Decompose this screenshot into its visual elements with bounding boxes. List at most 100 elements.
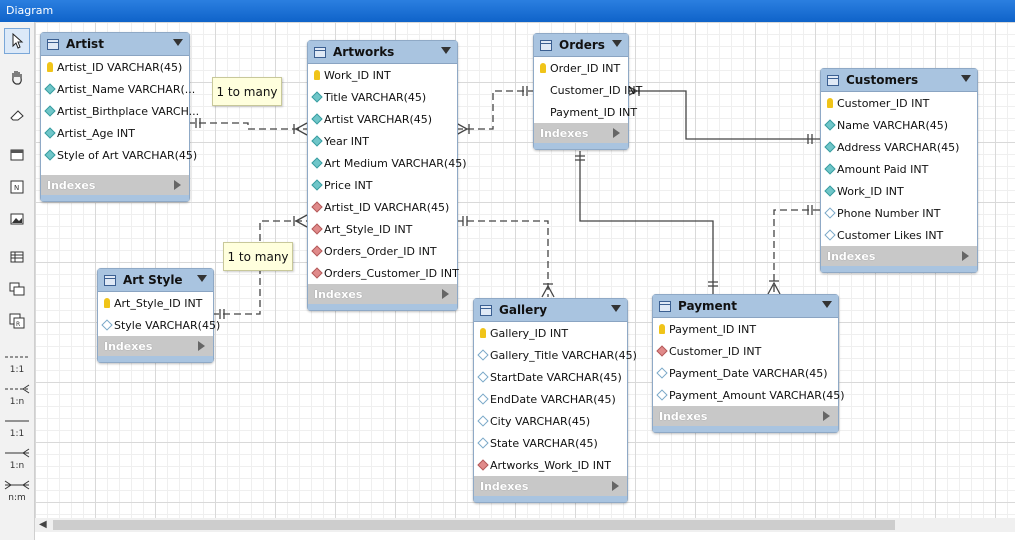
rel-1-1-nonidentifying[interactable]: 1:1 <box>3 352 31 380</box>
expand-indexes-icon[interactable] <box>174 180 181 190</box>
indexes-section[interactable]: Indexes <box>474 476 627 496</box>
horizontal-scrollbar[interactable]: ◀ <box>35 518 1015 532</box>
indexes-section[interactable]: Indexes <box>821 246 977 266</box>
layer-tool[interactable] <box>4 142 30 168</box>
column-row[interactable]: State VARCHAR(45) <box>474 432 627 454</box>
column-row[interactable]: Order_ID INT <box>534 57 628 79</box>
column-row[interactable]: Payment_Date VARCHAR(45) <box>653 362 838 384</box>
table-header[interactable]: Orders <box>534 34 628 57</box>
column-row[interactable]: Payment_Amount VARCHAR(45) <box>653 384 845 406</box>
relationship-note[interactable]: 1 to many <box>223 242 293 271</box>
column-row[interactable]: Style VARCHAR(45) <box>98 314 220 336</box>
column-row[interactable]: Artist VARCHAR(45) <box>308 108 457 130</box>
expand-indexes-icon[interactable] <box>823 411 830 421</box>
view-tool[interactable] <box>4 276 30 302</box>
indexes-section[interactable]: Indexes <box>98 336 213 356</box>
rel-1-n-nonidentifying[interactable]: 1:n <box>3 384 31 412</box>
table-icon <box>659 300 671 312</box>
table-header[interactable]: Gallery <box>474 299 627 322</box>
column-row[interactable]: City VARCHAR(45) <box>474 410 627 432</box>
rel-1-n-identifying[interactable]: 1:n <box>3 448 31 476</box>
column-row[interactable]: Artist_ID VARCHAR(45) <box>308 196 457 218</box>
scroll-thumb[interactable] <box>53 520 895 530</box>
column-row[interactable]: Phone Number INT <box>821 202 977 224</box>
collapse-arrow-icon[interactable] <box>441 47 451 54</box>
column-row[interactable]: Art_Style_ID INT <box>98 292 213 314</box>
not-null-column-icon <box>43 149 56 161</box>
column-row[interactable]: Title VARCHAR(45) <box>308 86 457 108</box>
column-row[interactable]: Year INT <box>308 130 457 152</box>
column-row[interactable]: EndDate VARCHAR(45) <box>474 388 627 410</box>
table-header[interactable]: Art Style <box>98 269 213 292</box>
primary-key-icon <box>479 328 486 338</box>
pointer-tool[interactable] <box>4 28 30 54</box>
table-header[interactable]: Payment <box>653 295 838 318</box>
routine-group-tool[interactable]: R <box>4 308 30 334</box>
column-row[interactable]: StartDate VARCHAR(45) <box>474 366 627 388</box>
collapse-arrow-icon[interactable] <box>173 39 183 46</box>
column-row[interactable]: Customer_ID INT <box>534 79 642 101</box>
collapse-arrow-icon[interactable] <box>611 305 621 312</box>
column-row[interactable]: Gallery_Title VARCHAR(45) <box>474 344 637 366</box>
column-row[interactable]: Customer Likes INT <box>821 224 977 246</box>
expand-indexes-icon[interactable] <box>962 251 969 261</box>
column-row[interactable]: Payment_ID INT <box>534 101 637 123</box>
text-note-tool[interactable]: N <box>4 174 30 200</box>
table-header[interactable]: Customers <box>821 69 977 92</box>
column-row[interactable]: Work_ID INT <box>821 180 977 202</box>
indexes-section[interactable]: Indexes <box>308 284 457 304</box>
column-row[interactable]: Customer_ID INT <box>653 340 838 362</box>
relationship-note[interactable]: 1 to many <box>212 77 282 106</box>
expand-indexes-icon[interactable] <box>612 481 619 491</box>
table-tool[interactable] <box>4 244 30 270</box>
column-row[interactable]: Price INT <box>308 174 457 196</box>
indexes-section[interactable]: Indexes <box>534 123 628 143</box>
table-header[interactable]: Artworks <box>308 41 457 64</box>
scroll-left-icon[interactable]: ◀ <box>39 519 47 530</box>
expand-indexes-icon[interactable] <box>442 289 449 299</box>
column-row[interactable]: Gallery_ID INT <box>474 322 627 344</box>
table-icon <box>104 274 116 286</box>
column-row[interactable]: Amount Paid INT <box>821 158 977 180</box>
column-row[interactable]: Work_ID INT <box>308 64 457 86</box>
column-row[interactable]: Orders_Order_ID INT <box>308 240 457 262</box>
expand-indexes-icon[interactable] <box>613 128 620 138</box>
column-row[interactable]: Artist_ID VARCHAR(45) <box>41 56 189 78</box>
indexes-section[interactable]: Indexes <box>653 406 838 426</box>
collapse-arrow-icon[interactable] <box>197 275 207 282</box>
expand-indexes-icon[interactable] <box>198 341 205 351</box>
column-text: Gallery_Title VARCHAR(45) <box>490 348 637 362</box>
column-row[interactable]: Style of Art VARCHAR(45) <box>41 144 197 166</box>
column-row[interactable]: Address VARCHAR(45) <box>821 136 977 158</box>
column-row[interactable]: Artist_Birthplace VARCH... <box>41 100 199 122</box>
eraser-tool[interactable] <box>4 102 30 128</box>
table-header[interactable]: Artist <box>41 33 189 56</box>
column-row[interactable]: Payment_ID INT <box>653 318 838 340</box>
column-row[interactable]: Artworks_Work_ID INT <box>474 454 627 476</box>
collapse-arrow-icon[interactable] <box>612 40 622 47</box>
column-row[interactable]: Artist_Name VARCHAR(... <box>41 78 195 100</box>
column-row[interactable]: Art_Style_ID INT <box>308 218 457 240</box>
collapse-arrow-icon[interactable] <box>822 301 832 308</box>
column-text: Payment_Amount VARCHAR(45) <box>669 388 845 402</box>
hand-tool[interactable] <box>4 64 30 90</box>
column-row[interactable]: Artist_Age INT <box>41 122 189 144</box>
rel-n-m[interactable]: n:m <box>3 480 31 508</box>
collapse-arrow-icon[interactable] <box>961 75 971 82</box>
rel-label: n:m <box>8 493 26 503</box>
column-row[interactable]: Art Medium VARCHAR(45) <box>308 152 466 174</box>
rel-1-1-identifying[interactable]: 1:1 <box>3 416 31 444</box>
column-row[interactable]: Orders_Customer_ID INT <box>308 262 459 284</box>
indexes-section[interactable]: Indexes <box>41 175 189 195</box>
image-tool[interactable] <box>4 206 30 232</box>
table-name: Art Style <box>123 273 183 287</box>
column-row[interactable]: Customer_ID INT <box>821 92 977 114</box>
column-row[interactable]: Name VARCHAR(45) <box>821 114 977 136</box>
